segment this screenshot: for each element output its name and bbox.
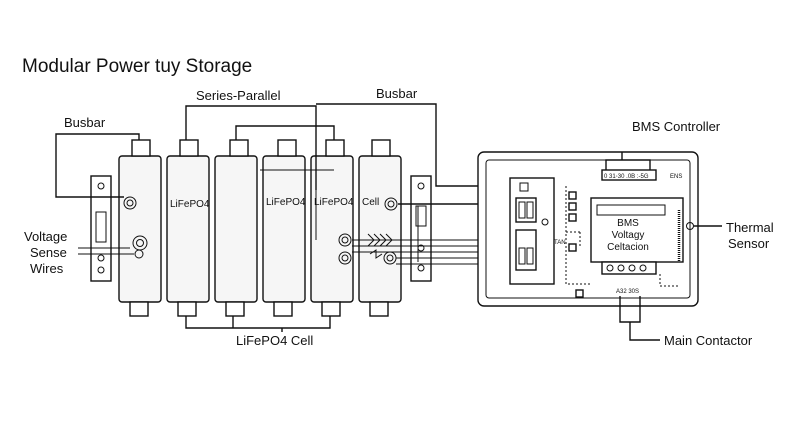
voltage-sense-label-line3: Wires <box>30 261 64 276</box>
battery-pack: LiFePO4 LiFePO4 LiFePO4 Cell <box>55 103 437 332</box>
right-mounting-bracket <box>410 175 432 282</box>
connector-block <box>515 197 537 223</box>
bms-module: TAN 0 31◦30 .0B :-5G ENS BMS Voltagy Cel… <box>477 151 722 341</box>
bms-pin <box>568 213 577 222</box>
cell-5: LiFePO4 <box>310 139 354 317</box>
thermal-sensor-node <box>686 222 694 230</box>
small-label: TAN <box>554 240 566 246</box>
terminal-bolt <box>123 196 137 210</box>
busbar-left-label: Busbar <box>64 115 106 130</box>
cell-2: LiFePO4 <box>166 139 210 317</box>
bracket-screw <box>97 254 105 262</box>
cell-label: LiFePO4 <box>170 199 210 210</box>
voltage-sense-label-line2: Sense <box>30 245 67 260</box>
bms-pin <box>568 243 577 252</box>
bms-chip-line3: Celtacion <box>607 242 649 253</box>
bottom-link <box>185 316 331 329</box>
thermal-sensor-label-line2: Sensor <box>728 236 770 251</box>
bms-pin <box>575 289 584 298</box>
top-busbar-bridge <box>235 125 335 140</box>
bms-pin <box>568 191 577 200</box>
cell-3 <box>214 139 258 317</box>
cell-label: Cell <box>362 197 379 208</box>
cell-6: Cell <box>358 139 402 317</box>
bms-header-lead <box>605 152 651 170</box>
bms-chip-line2: Voltagy <box>612 230 645 241</box>
sense-terminal <box>338 251 352 265</box>
cell-label: LiFePO4 <box>314 197 354 208</box>
busbar-top-label: Busbar <box>376 86 418 101</box>
bracket-screw <box>417 182 425 190</box>
main-contactor-label: Main Contactor <box>664 333 753 348</box>
cell-1 <box>118 139 162 317</box>
pin-header-label: 0 31◦30 .0B :-5G <box>604 174 649 180</box>
cell-4: LiFePO4 <box>262 139 306 317</box>
bracket-slot <box>95 211 107 243</box>
series-parallel-link <box>185 105 317 190</box>
busbar-left-line <box>55 133 140 198</box>
bracket-screw <box>97 266 105 274</box>
left-mounting-bracket <box>90 175 112 282</box>
thermal-sensor-label-line1: Thermal <box>726 220 774 235</box>
sense-terminal <box>134 249 144 259</box>
busbar-line <box>316 103 437 180</box>
bms-chip-line1: BMS <box>617 218 639 229</box>
cell-label: LiFePO4 <box>266 197 306 208</box>
internal-link <box>260 169 334 240</box>
bms-tag: ENS <box>670 174 682 180</box>
bracket-slot <box>415 205 427 227</box>
bms-bottom-tag: A32 30S <box>616 289 639 295</box>
connector-block <box>515 229 537 271</box>
pin-header <box>601 169 657 181</box>
terminal-bolt <box>384 197 398 211</box>
bms-pin <box>568 202 577 211</box>
bracket-screw <box>97 182 105 190</box>
sense-terminal <box>338 233 352 247</box>
voltage-sense-label-line1: Voltage <box>24 229 67 244</box>
contactor-pointer <box>629 322 660 341</box>
bms-controller-label: BMS Controller <box>632 119 721 134</box>
voltage-sense-wires <box>78 247 134 255</box>
bms-chip <box>590 197 684 263</box>
lifepo4-cell-label: LiFePO4 Cell <box>236 333 313 348</box>
diagram-title: Modular Power tuy Storage <box>22 56 252 77</box>
series-parallel-label: Series-Parallel <box>196 88 281 103</box>
bracket-screw <box>417 264 425 272</box>
